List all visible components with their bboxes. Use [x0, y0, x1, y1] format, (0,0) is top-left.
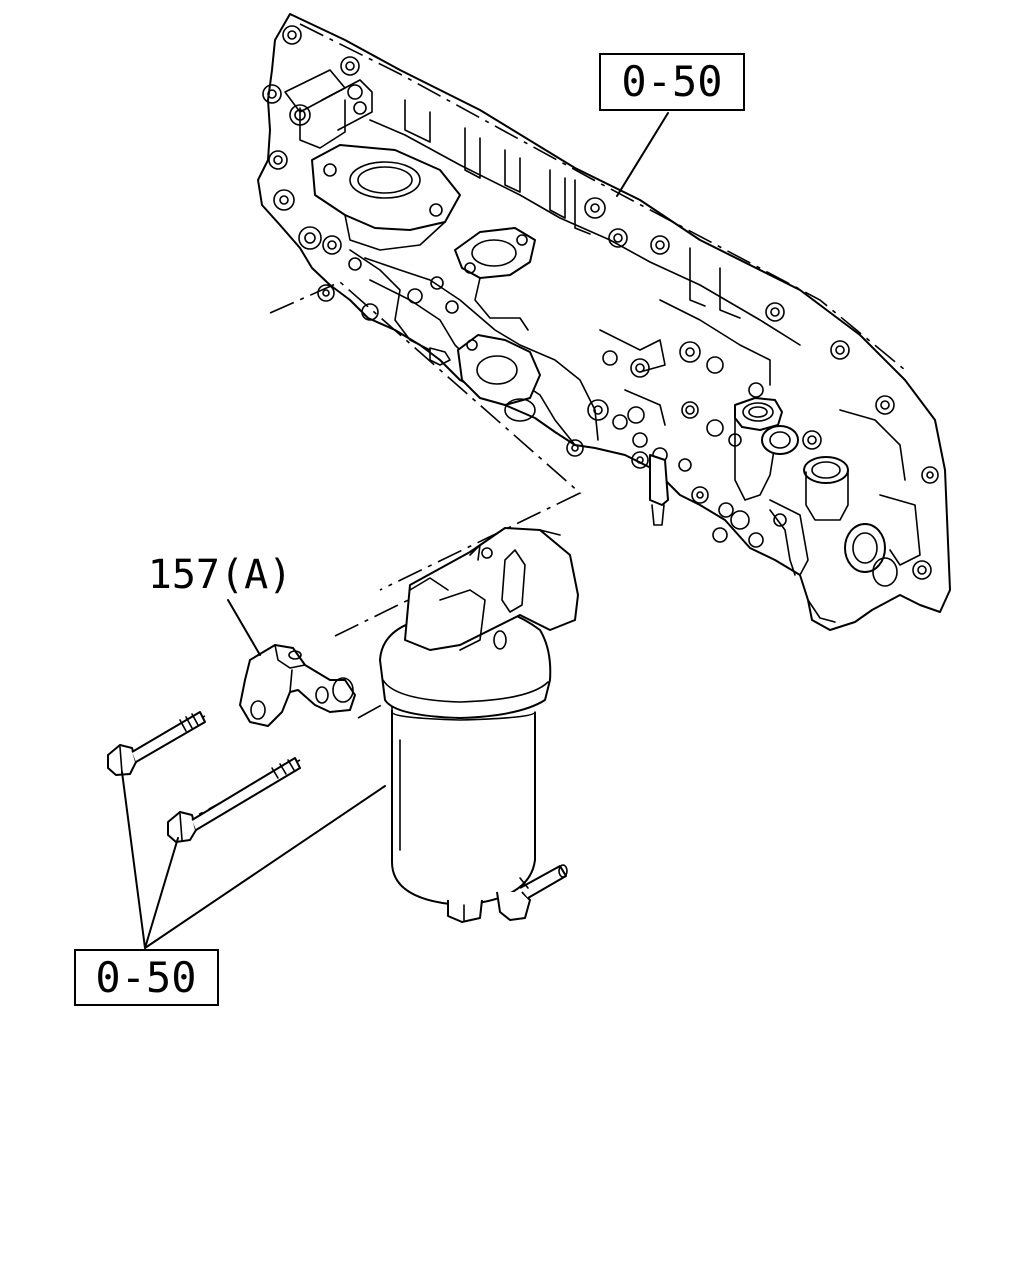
part-callout-157a[interactable]: 157(A) [148, 552, 293, 598]
ref-label-top[interactable]: 0-50 [599, 53, 745, 111]
ref-label-bottom-text: 0-50 [95, 953, 196, 1002]
assembly-outline-guide [269, 281, 582, 591]
fuel-filter [379, 527, 579, 923]
ref-label-top-text: 0-50 [621, 57, 722, 106]
ref-label-bottom[interactable]: 0-50 [74, 949, 219, 1006]
leader-ref-top [616, 112, 669, 197]
engine-cover-assembly [257, 13, 951, 631]
bolt-upper [107, 711, 206, 776]
leader-ref-bottom-filter [144, 785, 386, 949]
mounting-bracket [239, 644, 356, 727]
leader-ref-bottom [121, 771, 179, 949]
bolt-lower [167, 757, 301, 843]
leader-part-callout [227, 599, 261, 656]
